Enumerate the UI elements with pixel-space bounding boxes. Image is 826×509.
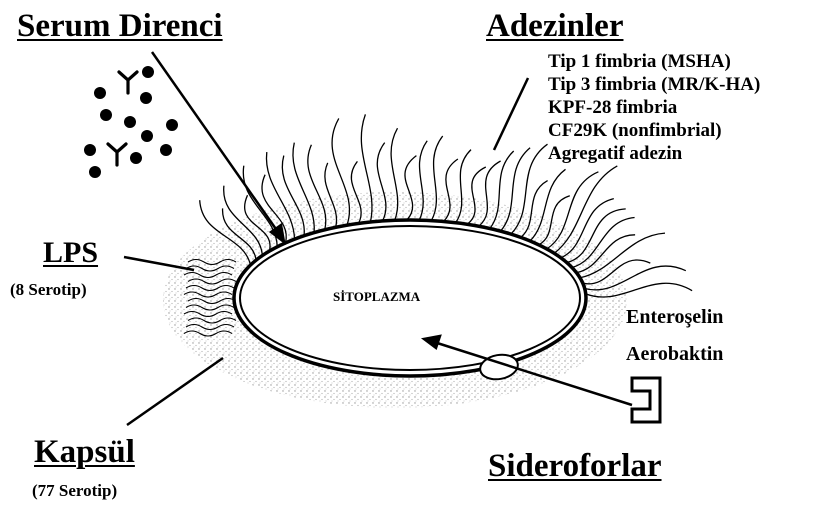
complement-dot-icon bbox=[130, 152, 142, 164]
aerobactin-label: Aerobaktin bbox=[626, 344, 723, 364]
complement-dot-icon bbox=[89, 166, 101, 178]
capsule-title: Kapsül bbox=[34, 436, 135, 469]
complement-dots bbox=[84, 66, 178, 178]
siderophores-title: Sideroforlar bbox=[488, 450, 662, 483]
lps-title: LPS bbox=[43, 238, 98, 268]
complement-dot-icon bbox=[166, 119, 178, 131]
adhesin-item: Tip 1 fimbria (MSHA) bbox=[548, 50, 760, 73]
complement-dot-icon bbox=[142, 66, 154, 78]
adhesin-item: Agregatif adezin bbox=[548, 142, 760, 165]
antibody-y-icon bbox=[119, 72, 137, 93]
capsule-serotype-count: (77 Serotip) bbox=[32, 482, 117, 499]
antibody-y-icon bbox=[108, 144, 126, 165]
adhesin-item: Tip 3 fimbria (MR/K-HA) bbox=[548, 73, 760, 96]
complement-dot-icon bbox=[94, 87, 106, 99]
complement-dot-icon bbox=[100, 109, 112, 121]
adhesin-item: CF29K (nonfimbrial) bbox=[548, 119, 760, 142]
complement-dot-icon bbox=[141, 130, 153, 142]
adhesin-item: KPF-28 fimbria bbox=[548, 96, 760, 119]
adhesins-title: Adezinler bbox=[486, 10, 623, 43]
complement-dot-icon bbox=[84, 144, 96, 156]
lps-serotype-count: (8 Serotip) bbox=[10, 281, 87, 298]
complement-dot-icon bbox=[160, 144, 172, 156]
enterobactin-label: Enteroşelin bbox=[626, 307, 723, 327]
complement-dot-icon bbox=[140, 92, 152, 104]
serum-resistance-title: Serum Direnci bbox=[17, 10, 223, 43]
siderophore-bracket-icon bbox=[632, 378, 660, 422]
adhesin-list: Tip 1 fimbria (MSHA) Tip 3 fimbria (MR/K… bbox=[548, 50, 760, 165]
cytoplasm-label: SİTOPLAZMA bbox=[333, 290, 420, 303]
complement-dot-icon bbox=[124, 116, 136, 128]
